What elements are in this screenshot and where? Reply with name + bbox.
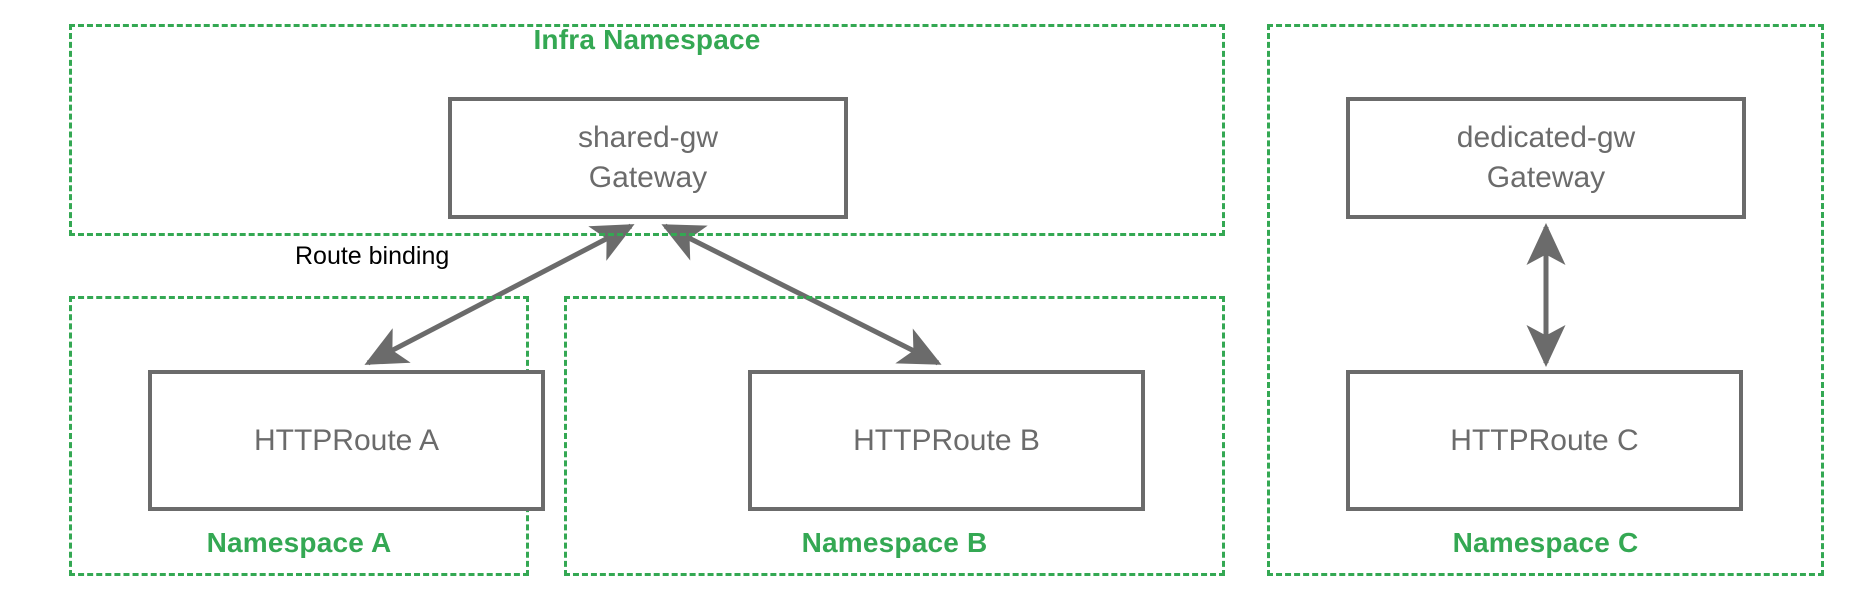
node-httproute-b-label: HTTPRoute B [853, 423, 1040, 457]
node-httproute-a-label: HTTPRoute A [253, 423, 440, 457]
node-httproute-c[interactable]: HTTPRoute C [1346, 370, 1743, 511]
node-shared-gw-gateway[interactable]: shared-gw Gateway [448, 97, 848, 219]
namespace-c-label: Namespace C [1452, 527, 1639, 558]
node-dedicated-gw-gateway-label: dedicated-gw Gateway [1456, 121, 1636, 194]
namespace-infra[interactable] [69, 24, 1225, 236]
edge-label-route-binding: Route binding [295, 242, 450, 270]
namespace-b-label: Namespace B [801, 527, 988, 558]
namespace-c[interactable] [1267, 24, 1824, 576]
namespace-a-label: Namespace A [206, 527, 392, 558]
node-httproute-a[interactable]: HTTPRoute A [148, 370, 545, 511]
node-dedicated-gw-gateway[interactable]: dedicated-gw Gateway [1346, 97, 1746, 219]
namespace-infra-label: Infra Namespace [533, 24, 761, 55]
node-httproute-c-label: HTTPRoute C [1450, 423, 1639, 457]
namespace-b[interactable] [564, 296, 1225, 576]
node-shared-gw-gateway-label: shared-gw Gateway [577, 121, 719, 194]
node-httproute-b[interactable]: HTTPRoute B [748, 370, 1145, 511]
